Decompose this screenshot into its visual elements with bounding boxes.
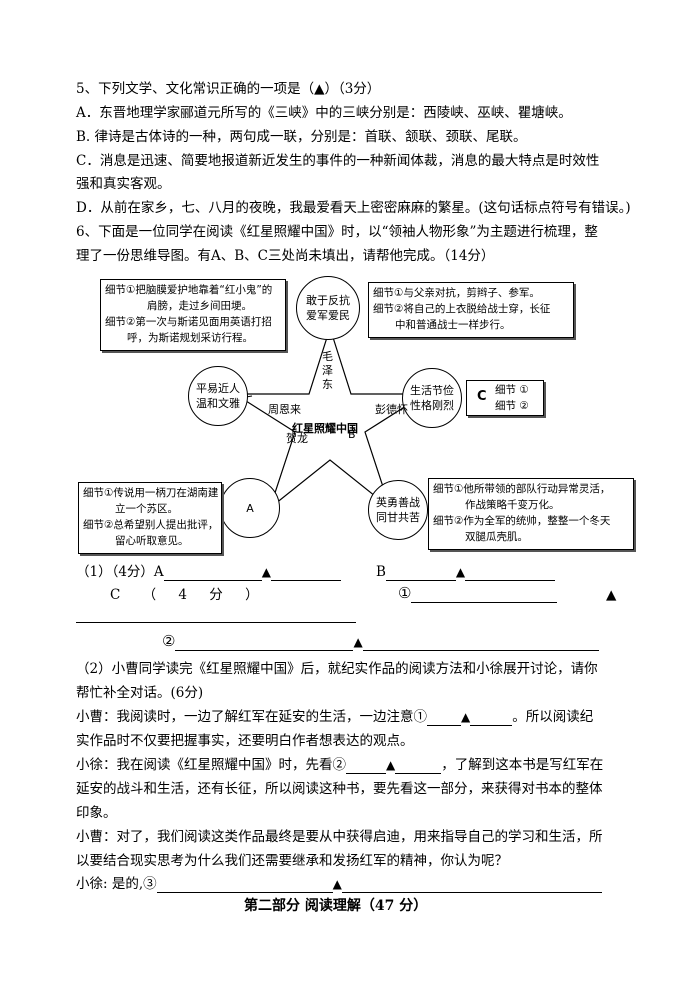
detail-box-mao: 细节①与父亲对抗，剪辫子、参军。 细节②将自己的上衣脱给战士穿，长征 中和普通战… <box>368 282 574 338</box>
detail-line: 中和普通战士一样步行。 <box>395 319 511 331</box>
dialogue-text: 小曹：我阅读时，一边了解红军在延安的生活，一边注意① <box>76 709 427 725</box>
q6-1-label-b: B <box>376 564 386 580</box>
answer-blank-c1[interactable] <box>411 588 558 603</box>
dialogue-cao-1-cont: 实作品时不仅要把握事实，还要明白作者想表达的观点。 <box>76 733 414 749</box>
detail-box-a: 细节①传说用一柄刀在湖南建 立一个苏区。 细节②总希望别人提出批评， 留心听取意… <box>78 482 222 554</box>
answer-blank-c1-cont[interactable] <box>76 622 356 623</box>
circle-a-blank: A <box>220 478 280 538</box>
dialogue-xu-1-cont2: 印象。 <box>76 805 117 821</box>
detail-line: 细节①与父亲对抗，剪辫子、参军。 <box>373 287 540 299</box>
star-label-b: B <box>348 428 356 441</box>
detail-line: 作战策略千变万化。 <box>465 499 560 511</box>
dialogue-cao-1: 小曹：我阅读时，一边了解红军在延安的生活，一边注意① ▲ 。所以阅读纪 <box>76 708 593 726</box>
detail-line: 细节①把脑膜爱护地靠着“红小鬼”的 <box>105 284 273 296</box>
star-label-peng: 彭德怀 <box>375 403 408 416</box>
q6-1-row1: （1）（4分）A ▲ <box>76 563 341 581</box>
q6-2-stem-line2: 帮忙补全对话。(6分) <box>76 685 204 701</box>
q5-option-d: D．从前在家乡，七、八月的夜晚，我最爱看天上密密麻麻的繁星。(这句话标点符号有错… <box>76 200 631 216</box>
detail-line: 呼，为斯诺规划采访行程。 <box>127 332 253 344</box>
dialogue-cao-2: 小曹：对了，我们阅读这类作品最终是要从中获得启迪，用来指导自己的学习和生活，所 <box>76 829 603 845</box>
triangle-marker: ▲ <box>386 758 396 772</box>
detail-line: 细节②总希望别人提出批评， <box>83 519 219 531</box>
q6-1-num2: ② <box>162 632 176 650</box>
detail-line: 细节②第一次与斯诺见面用英语打招 <box>105 316 272 328</box>
circle-b-trait-2: 同甘共苦 <box>376 511 420 524</box>
dialogue-text: 小徐：我在阅读《红星照耀中国》时，先看② <box>76 757 346 773</box>
detail-line: 细节 ② <box>495 400 529 412</box>
dialogue-xu-1: 小徐：我在阅读《红星照耀中国》时，先看② ▲ ，了解到这本书是写红军在 <box>76 756 603 774</box>
answer-blank-d1b[interactable] <box>470 711 513 726</box>
detail-box-c: C 细节 ① 细节 ② <box>466 380 544 416</box>
triangle-marker-c1: ▲ <box>606 587 617 603</box>
answer-blank-c2a[interactable] <box>175 636 354 651</box>
q6-1-c2-row: ②▲ <box>162 632 599 651</box>
q5-option-c-line2: 强和真实客观。 <box>76 176 171 192</box>
detail-box-zhou: 细节①把脑膜爱护地靠着“红小鬼”的 肩膀，走过乡间田埂。 细节②第一次与斯诺见面… <box>100 279 286 351</box>
detail-line: 细节②作为全军的统帅，整整一个冬天 <box>433 515 611 527</box>
dialogue-text: 小徐: 是的,③ <box>76 876 157 892</box>
circle-peng-trait-1: 生活节俭 <box>410 384 454 397</box>
circle-peng-trait-2: 性格刚烈 <box>410 399 454 412</box>
q6-1-label-a: （1）（4分）A <box>76 564 164 580</box>
answer-blank-d3a[interactable] <box>156 878 333 893</box>
answer-blank-d3b[interactable] <box>341 878 602 893</box>
circle-zhou-traits: 平易近人 温和文雅 <box>188 366 248 426</box>
detail-line: 细节①他所带领的部队行动异常灵活， <box>433 483 611 495</box>
star-label-mao: 毛泽东 <box>322 350 333 391</box>
answer-blank-d1a[interactable] <box>427 711 461 726</box>
detail-line: 细节 ① <box>495 384 529 396</box>
detail-line: 细节①传说用一柄刀在湖南建 <box>83 487 219 499</box>
triangle-marker: ▲ <box>261 565 271 579</box>
q5-option-c-line1: C．消息是迅速、简要地报道新近发生的事件的一种新闻体裁，消息的最大特点是时效性 <box>76 153 600 169</box>
triangle-marker: ▲ <box>455 565 466 579</box>
q6-1-row1b: B▲ <box>376 563 556 581</box>
detail-line: 立一个苏区。 <box>115 503 178 515</box>
q6-2-stem-line1: （2）小曹同学读完《红星照耀中国》后，就纪实作品的阅读方法和小徐展开讨论，请你 <box>76 661 598 677</box>
star-label-he: 贺龙 <box>286 432 308 445</box>
dialogue-xu-1-cont1: 延安的战斗和生活，还有长征，所以阅读这种书，要先看这一部分，来获得对书本的整体 <box>76 781 603 797</box>
q6-stem-line2: 理了一份思维导图。有A、B、C三处尚未填出，请帮他完成。（14分） <box>76 248 495 264</box>
answer-blank-d2a[interactable] <box>346 759 386 774</box>
circle-mao-traits: 敢于反抗 爱军爱民 <box>296 276 360 340</box>
answer-blank-b2[interactable] <box>465 566 556 581</box>
detail-line: 细节②将自己的上衣脱给战士穿，长征 <box>373 303 551 315</box>
circle-mao-trait-2: 爱军爱民 <box>306 309 350 322</box>
q6-1-num1: ① <box>398 584 412 602</box>
detail-line: 双腿瓜壳肌。 <box>465 531 528 543</box>
triangle-marker: ▲ <box>353 635 363 649</box>
answer-blank-a1[interactable] <box>163 566 262 581</box>
star-label-zhou: 周恩来 <box>268 403 301 416</box>
detail-line: 留心听取意见。 <box>115 535 189 547</box>
answer-blank-d2b[interactable] <box>395 759 442 774</box>
dialogue-text: 。所以阅读纪 <box>512 709 594 725</box>
circle-zhou-trait-2: 温和文雅 <box>196 397 240 410</box>
answer-blank-a2[interactable] <box>270 566 341 581</box>
dialogue-text: ，了解到这本书是写红军在 <box>441 757 604 773</box>
circle-mao-trait-1: 敢于反抗 <box>306 294 350 307</box>
answer-blank-c2b[interactable] <box>362 636 599 651</box>
detail-line: 肩膀，走过乡间田埂。 <box>147 300 252 312</box>
q5-option-b: B. 律诗是古体诗的一种，两句成一联，分别是：首联、颔联、颈联、尾联。 <box>76 129 527 145</box>
circle-b-traits: 英勇善战 同甘共苦 <box>368 480 428 540</box>
circle-a-label: A <box>246 501 254 515</box>
q6-stem-line1: 6、下面是一位同学在阅读《红星照耀中国》时，以“领袖人物形象”为主题进行梳理，整 <box>76 224 598 240</box>
dialogue-cao-2-cont: 以要结合现实思考为什么我们还需要继承和发扬红军的精神，你认为呢？ <box>76 853 508 869</box>
box-c-label: C <box>477 389 487 404</box>
q5-stem: 5、下列文学、文化常识正确的一项是（▲）（3分） <box>76 81 381 97</box>
triangle-marker: ▲ <box>332 877 342 891</box>
q6-1-c1-row: ① <box>398 584 558 603</box>
detail-box-b: 细节①他所带领的部队行动异常灵活， 作战策略千变万化。 细节②作为全军的统帅，整… <box>428 478 634 550</box>
star-center-title: 红星照耀中国 <box>292 422 358 435</box>
triangle-marker: ▲ <box>461 710 471 724</box>
circle-b-trait-1: 英勇善战 <box>376 496 420 509</box>
q5-option-a: A．东晋地理学家郦道元所写的《三峡》中的三峡分别是：西陵峡、巫峡、瞿塘峡。 <box>76 105 572 121</box>
answer-blank-b1[interactable] <box>385 566 456 581</box>
circle-zhou-trait-1: 平易近人 <box>196 382 240 395</box>
section-title: 第二部分 阅读理解（47 分） <box>244 898 428 914</box>
q6-1-label-c: C （ 4 分 ） <box>110 587 259 603</box>
dialogue-xu-2: 小徐: 是的,③ ▲ <box>76 875 602 893</box>
circle-peng-traits: 生活节俭 性格刚烈 <box>402 368 462 428</box>
